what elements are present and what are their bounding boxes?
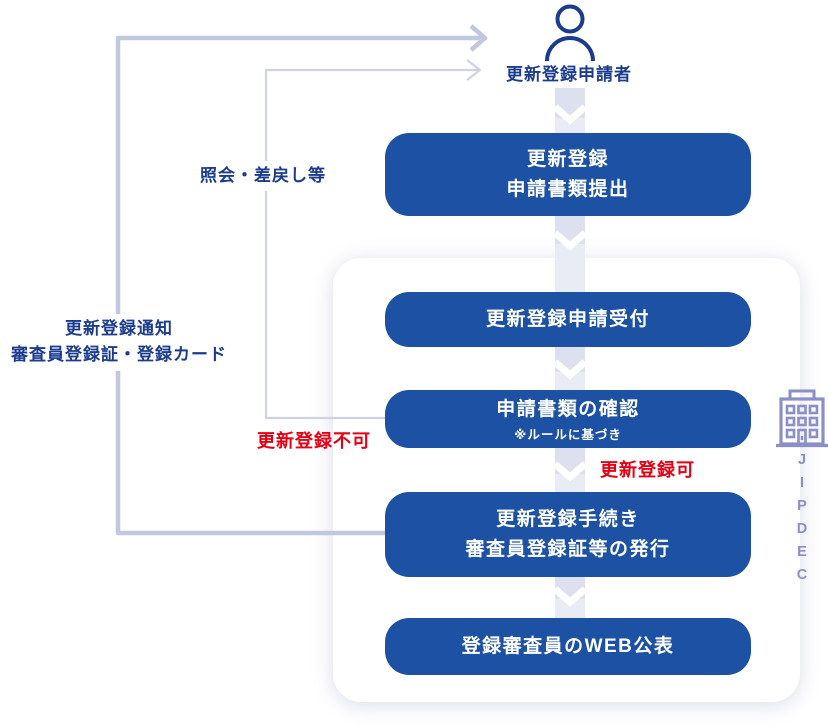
step-box-line: 更新登録 [526,149,609,171]
step-box-submit-documents: 更新登録 申請書類提出 [385,133,751,216]
building-icon [776,389,828,448]
renewable-label: 更新登録可 [600,460,695,480]
step-box-line: 更新登録手続き [496,509,640,531]
step-box-line: 申請書類の確認 [496,399,640,421]
not-renewable-label: 更新登録不可 [257,431,371,451]
applicant-label: 更新登録申請者 [506,65,632,84]
inquiry-return-label: 照会・差戻し等 [196,161,330,192]
org-name-vertical: JIPDEC [794,452,810,590]
step-box-line: 審査員登録証等の発行 [465,538,671,560]
step-box-line: 更新登録申請受付 [485,308,650,330]
notice-arrowhead-icon [469,24,488,52]
step-box-note: ※ルールに基づき [514,427,622,442]
person-icon [545,4,595,62]
flow-ribbon-chevrons [555,104,585,618]
notice-label-line2: 審査員登録証・登録カード [11,345,227,365]
step-box-line: 申請書類提出 [506,178,630,200]
step-box-application-reception: 更新登録申請受付 [385,292,751,347]
step-box-renewal-procedure: 更新登録手続き 審査員登録証等の発行 [385,492,751,577]
step-box-web-publication: 登録審査員のWEB公表 [385,618,751,675]
step-box-line: 登録審査員のWEB公表 [461,635,675,657]
notice-label: 更新登録通知 審査員登録証・登録カード [8,314,230,371]
notice-label-line1: 更新登録通知 [65,319,173,338]
step-box-document-check: 申請書類の確認 ※ルールに基づき [385,390,751,448]
